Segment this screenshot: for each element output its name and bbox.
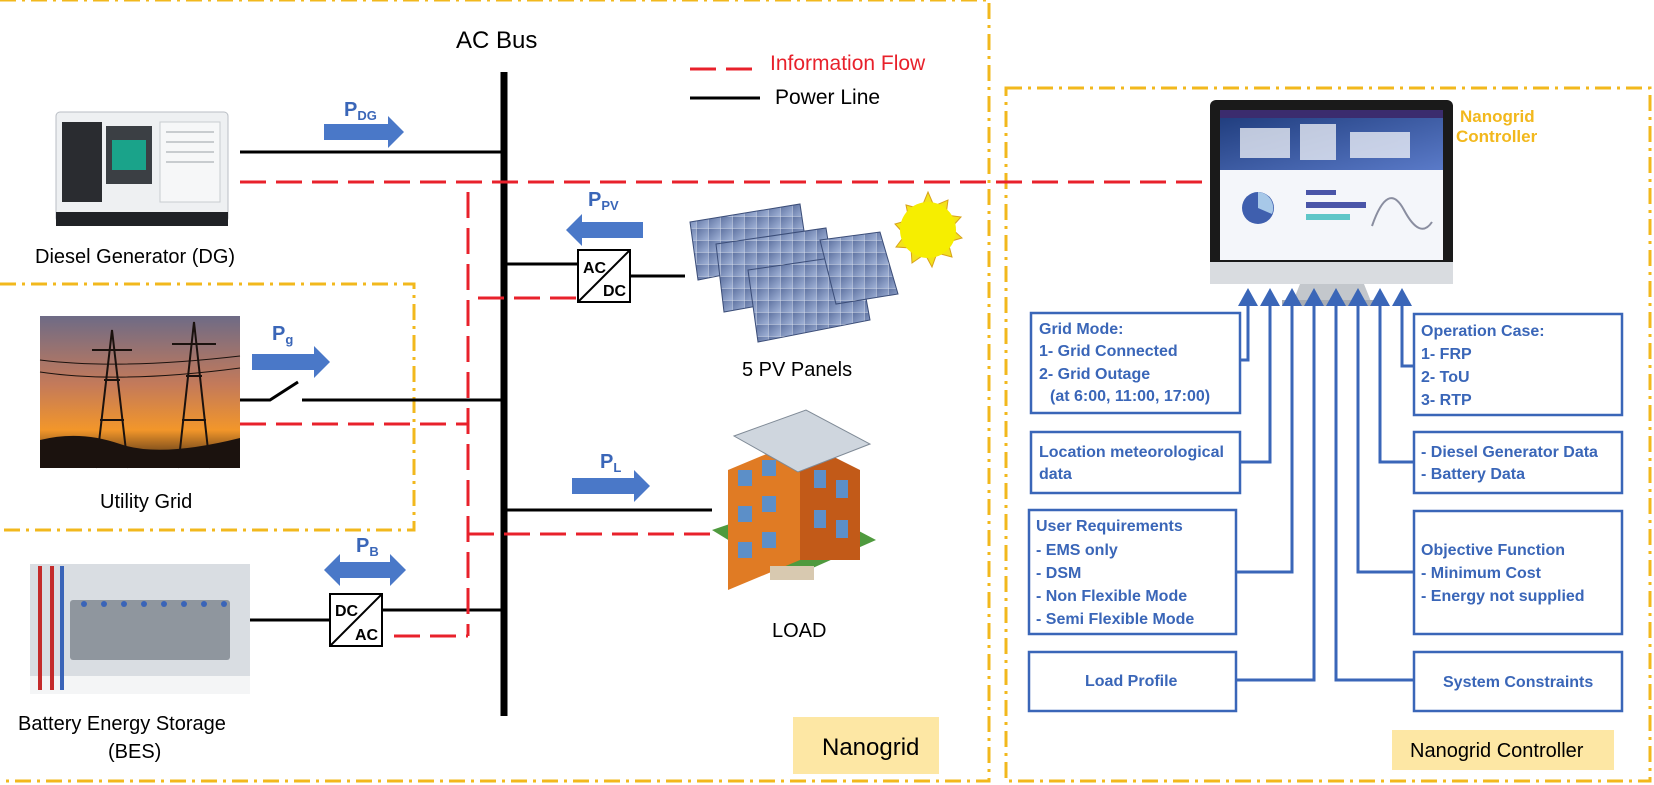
- p-dg-label: PDG: [344, 99, 377, 123]
- operation-case-l0: Operation Case:: [1421, 323, 1545, 340]
- objective-l0: Objective Function: [1421, 542, 1565, 559]
- dcac-converter: DC AC: [329, 593, 383, 647]
- legend-info-label: Information Flow: [770, 52, 926, 75]
- load-label: LOAD: [772, 620, 826, 642]
- dg-label: Diesel Generator (DG): [35, 246, 235, 268]
- dg-battery-l0: - Diesel Generator Data: [1421, 444, 1598, 461]
- acdc-top: AC: [583, 260, 607, 277]
- ac-bus-label: AC Bus: [456, 27, 537, 54]
- controller-tag: [1392, 730, 1614, 770]
- controller-monitor-icon: [1210, 100, 1453, 306]
- grid-mode-l3: (at 6:00, 11:00, 17:00): [1050, 388, 1210, 405]
- grid-mode-l0: Grid Mode:: [1039, 321, 1123, 338]
- box-grid-mode: [1029, 311, 1242, 415]
- p-l-label: PL: [600, 451, 621, 475]
- pv-panels-image: [689, 203, 899, 343]
- controller-arrowheads: [1238, 288, 1412, 306]
- user-req-l2: - DSM: [1036, 565, 1081, 582]
- p-dg-arrow: [324, 116, 404, 148]
- p-l-arrow: [572, 470, 650, 502]
- acdc-converter: AC DC: [577, 249, 631, 303]
- pv-label: 5 PV Panels: [742, 359, 852, 381]
- dg-zone-border: [0, 282, 416, 532]
- p-g-label: Pg: [272, 323, 293, 347]
- p-g-arrow: [252, 346, 330, 378]
- objective-l1: - Minimum Cost: [1421, 565, 1542, 582]
- nanogrid-tag: [793, 717, 939, 774]
- p-b-label: PB: [356, 535, 379, 559]
- diesel-generator-image: [55, 111, 229, 226]
- box-constraints: [1412, 650, 1624, 713]
- user-req-l1: - EMS only: [1036, 542, 1118, 559]
- load-profile-label: Load Profile: [1085, 673, 1178, 690]
- controller-label-1: Nanogrid: [1460, 107, 1535, 126]
- dg-battery-l1: - Battery Data: [1421, 466, 1525, 483]
- grid-mode-l2: 2- Grid Outage: [1039, 366, 1150, 383]
- nanogrid-frame: [0, 0, 991, 783]
- load-building-icon: [712, 409, 876, 590]
- legend-power-label: Power Line: [775, 86, 880, 109]
- grid-power-line: [240, 380, 299, 402]
- battery-image: [30, 564, 250, 694]
- grid-mode-l1: 1- Grid Connected: [1039, 343, 1178, 360]
- controller-frame: [1004, 86, 1652, 783]
- box-dg-battery: [1412, 430, 1624, 495]
- controller-tag-label: Nanogrid Controller: [1410, 740, 1584, 762]
- operation-case-l3: 3- RTP: [1421, 392, 1472, 409]
- sun-icon: [894, 190, 964, 269]
- dcac-bottom: AC: [355, 627, 379, 644]
- user-req-l0: User Requirements: [1036, 518, 1183, 535]
- box-operation-case: [1412, 312, 1624, 417]
- box-objective: [1412, 509, 1624, 636]
- constraints-label: System Constraints: [1443, 674, 1593, 691]
- grid-label: Utility Grid: [100, 491, 192, 513]
- p-b-arrow: [324, 554, 406, 586]
- bes-label-1: Battery Energy Storage: [18, 713, 226, 735]
- p-pv-label: PPV: [588, 189, 619, 213]
- utility-grid-image: [39, 316, 241, 469]
- location-l0: Location meteorological: [1039, 444, 1224, 461]
- nanogrid-tag-label: Nanogrid: [822, 734, 919, 761]
- p-pv-arrow: [566, 214, 643, 246]
- box-location: [1029, 430, 1242, 495]
- objective-l2: - Energy not supplied: [1421, 588, 1585, 605]
- box-user-req: [1027, 508, 1238, 636]
- user-req-l3: - Non Flexible Mode: [1036, 588, 1187, 605]
- dcac-top: DC: [335, 603, 359, 620]
- operation-case-l2: 2- ToU: [1421, 369, 1470, 386]
- bes-label-2: (BES): [108, 741, 161, 763]
- controller-connectors: [1236, 304, 1414, 682]
- acdc-bottom: DC: [603, 283, 627, 300]
- location-l1: data: [1039, 466, 1072, 483]
- box-load-profile: [1027, 650, 1238, 713]
- user-req-l4: - Semi Flexible Mode: [1036, 611, 1194, 628]
- operation-case-l1: 1- FRP: [1421, 346, 1472, 363]
- controller-label-2: Controller: [1456, 127, 1538, 146]
